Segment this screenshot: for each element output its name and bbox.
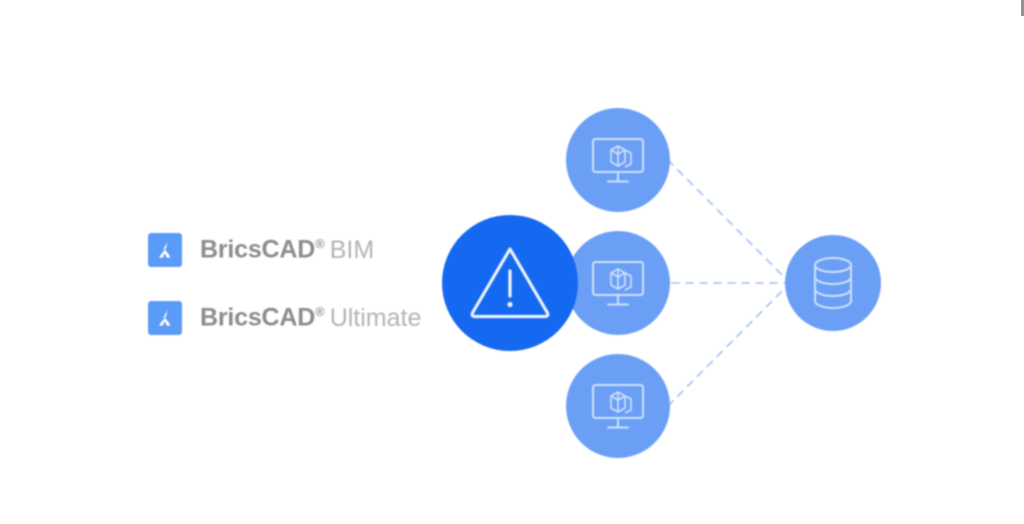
warning-node[interactable]	[442, 215, 578, 351]
warning-triangle-icon	[470, 247, 550, 319]
monitor-3d-model-icon	[592, 384, 644, 429]
registered-mark: ®	[315, 236, 325, 252]
product-brand: BricsCAD	[200, 235, 316, 264]
workstation-node[interactable]	[566, 231, 670, 335]
bricscad-logo-icon	[148, 233, 182, 267]
monitor-3d-model-icon	[592, 261, 644, 306]
product-label: BricsCAD®BIM	[200, 237, 374, 262]
connector-bottom	[667, 282, 791, 407]
bricscad-logo-icon	[148, 301, 182, 335]
database-icon	[814, 257, 852, 309]
connector-top	[667, 159, 791, 284]
registered-mark: ®	[315, 304, 325, 320]
product-row-ultimate[interactable]: BricsCAD®Ultimate	[148, 292, 448, 344]
database-node[interactable]	[785, 235, 881, 331]
monitor-3d-model-icon	[592, 138, 644, 183]
product-edition: BIM	[329, 235, 375, 264]
workstation-node[interactable]	[566, 108, 670, 212]
product-edition: Ultimate	[329, 303, 422, 332]
workstation-node[interactable]	[566, 354, 670, 458]
product-row-bim[interactable]: BricsCAD®BIM	[148, 224, 448, 276]
product-list: BricsCAD®BIM BricsCAD®Ultimate	[148, 224, 448, 360]
product-brand: BricsCAD	[200, 303, 316, 332]
edge-artifact	[1021, 0, 1024, 16]
product-label: BricsCAD®Ultimate	[200, 305, 421, 330]
